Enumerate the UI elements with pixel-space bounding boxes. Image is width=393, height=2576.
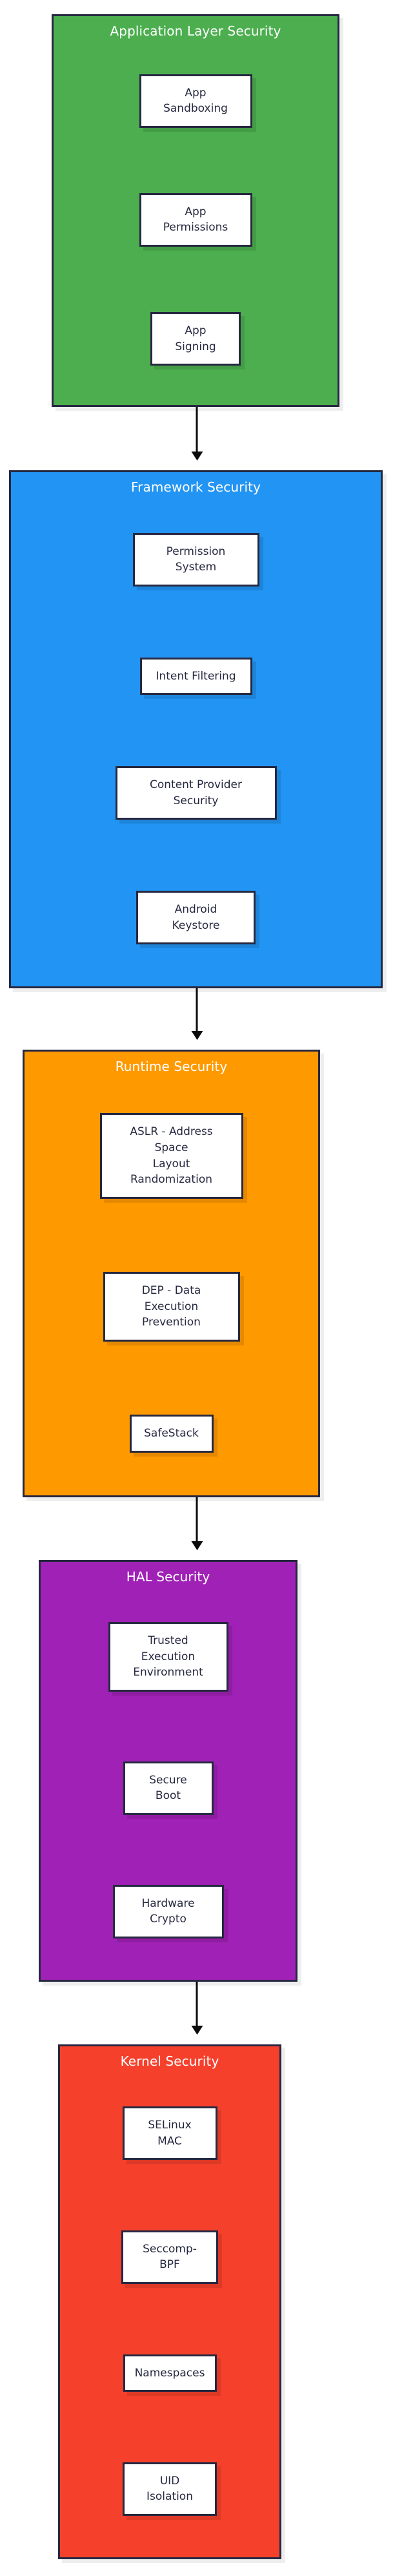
layer-title-runtime-security: Runtime Security — [115, 1059, 228, 1074]
node-label: Trusted Execution Environment — [133, 1634, 203, 1679]
node-box[interactable]: App Signing — [150, 312, 241, 366]
node-box[interactable]: Android Keystore — [136, 890, 256, 945]
node-label: SELinux MAC — [148, 2119, 192, 2148]
node-box[interactable]: Intent Filtering — [139, 657, 252, 696]
node-box[interactable]: SELinux MAC — [122, 2106, 217, 2161]
node-label: Seccomp-BPF — [143, 2242, 197, 2272]
node-box[interactable]: Content Provider Security — [115, 765, 277, 820]
node-box[interactable]: SafeStack — [129, 1414, 214, 1453]
node-label: ASLR - Address Space Layout Randomizatio… — [130, 1125, 213, 1187]
node-label: Namespaces — [134, 2366, 205, 2380]
layer-title-hal-security: HAL Security — [126, 1569, 210, 1584]
node-box[interactable]: Namespaces — [123, 2354, 217, 2393]
node-box[interactable]: DEP - Data Execution Prevention — [103, 1271, 240, 1342]
node-label: Android Keystore — [172, 902, 220, 932]
node-label: App Permissions — [163, 205, 228, 234]
arrow-hal-to-kernel — [196, 1982, 198, 2026]
arrow-framework-to-runtime — [196, 988, 198, 1032]
node-label: Intent Filtering — [156, 669, 236, 683]
arrow-runtime-to-hal — [196, 1497, 198, 1542]
arrow-app-to-framework — [196, 407, 198, 452]
node-label: Content Provider Security — [149, 778, 242, 807]
node-label: DEP - Data Execution Prevention — [141, 1283, 201, 1329]
node-box[interactable]: Trusted Execution Environment — [108, 1621, 228, 1692]
layer-title-kernel-security: Kernel Security — [120, 2053, 219, 2069]
node-box[interactable]: ASLR - Address Space Layout Randomizatio… — [99, 1113, 243, 1200]
layer-items-runtime-security: ASLR - Address Space Layout Randomizatio… — [25, 1073, 318, 1495]
node-label: App Signing — [175, 324, 216, 353]
node-label: Secure Boot — [149, 1773, 187, 1803]
node-box[interactable]: UID Isolation — [123, 2462, 217, 2516]
layer-title-framework-security: Framework Security — [131, 479, 261, 495]
node-label: UID Isolation — [146, 2474, 193, 2504]
node-box[interactable]: Permission System — [132, 532, 259, 587]
node-box[interactable]: Hardware Crypto — [112, 1884, 224, 1939]
node-box[interactable]: App Sandboxing — [139, 74, 252, 128]
layer-title-application-layer-security: Application Layer Security — [110, 23, 281, 39]
node-label: Permission System — [166, 545, 226, 574]
node-label: App Sandboxing — [163, 86, 228, 116]
node-box[interactable]: App Permissions — [139, 192, 252, 247]
node-box[interactable]: Secure Boot — [123, 1761, 214, 1815]
node-label: Hardware Crypto — [141, 1896, 195, 1926]
node-box[interactable]: Seccomp-BPF — [121, 2230, 218, 2285]
node-label: SafeStack — [144, 1426, 199, 1440]
